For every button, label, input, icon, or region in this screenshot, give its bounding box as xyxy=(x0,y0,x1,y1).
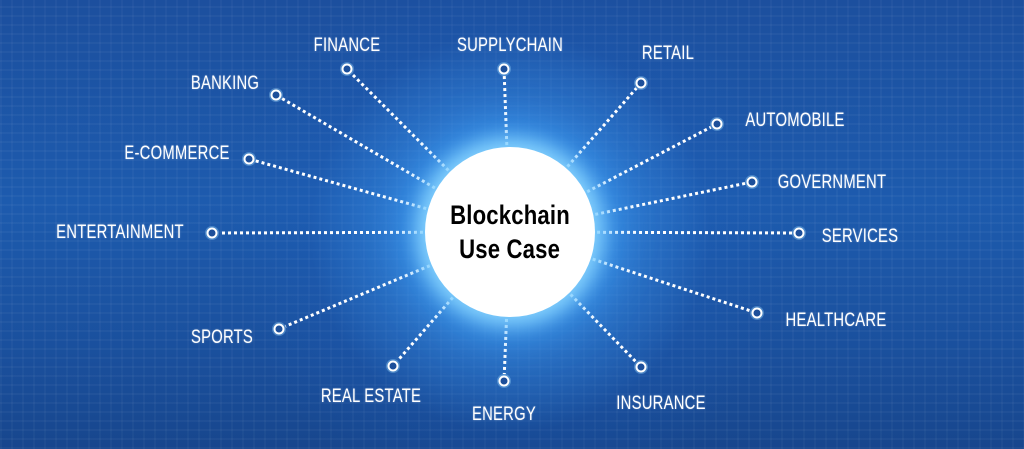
node-label-energy: ENERGY xyxy=(472,404,536,425)
hub-title-line2: Use Case xyxy=(459,234,561,264)
center-hub: Blockchain Use Case xyxy=(425,147,595,317)
node-label-retail: RETAIL xyxy=(641,43,695,64)
node-dot-icon xyxy=(387,360,399,372)
dotted-connector xyxy=(575,125,712,199)
dotted-connector xyxy=(350,72,459,181)
node-dot-icon xyxy=(498,63,510,75)
node-label-automobile: AUTOMOBILE xyxy=(745,110,845,131)
dotted-connector xyxy=(281,97,447,196)
dotted-connector xyxy=(502,75,509,158)
node-label-supplychain: SUPPLYCHAIN xyxy=(456,35,564,56)
node-label-services: SERVICES xyxy=(821,226,899,247)
node-label-insurance: INSURANCE xyxy=(616,393,706,414)
node-dot-icon xyxy=(243,153,255,165)
dotted-connector xyxy=(584,230,793,235)
dotted-connector xyxy=(502,306,509,375)
node-label-finance: FINANCE xyxy=(313,35,381,56)
hub-title-line1: Blockchain xyxy=(450,200,570,230)
dotted-connector xyxy=(583,181,746,219)
node-dot-icon xyxy=(206,227,218,239)
dotted-connector xyxy=(580,253,751,313)
node-dot-icon xyxy=(273,323,285,335)
node-label-e-commerce: E-COMMERCE xyxy=(124,143,230,164)
node-dot-icon xyxy=(793,227,805,239)
node-dot-icon xyxy=(635,77,647,89)
node-label-government: GOVERNMENT xyxy=(777,172,887,193)
node-dot-icon xyxy=(341,63,353,75)
node-label-real-estate: REAL ESTATE xyxy=(320,386,422,407)
node-label-healthcare: HEALTHCARE xyxy=(785,310,887,331)
dotted-connector xyxy=(558,87,638,177)
node-dot-icon xyxy=(635,361,647,373)
node-dot-icon xyxy=(270,89,282,101)
node-label-banking: BANKING xyxy=(190,73,260,94)
dotted-connector xyxy=(284,259,442,328)
node-dot-icon xyxy=(711,118,723,130)
node-dot-icon xyxy=(746,176,758,188)
node-dot-icon xyxy=(751,307,763,319)
dotted-connector xyxy=(218,230,436,235)
node-dot-icon xyxy=(498,375,510,387)
dotted-connector xyxy=(561,284,638,364)
dotted-connector xyxy=(396,287,462,362)
node-label-entertainment: ENTERTAINMENT xyxy=(56,222,184,243)
node-label-sports: SPORTS xyxy=(190,327,254,348)
dotted-connector xyxy=(255,159,439,214)
